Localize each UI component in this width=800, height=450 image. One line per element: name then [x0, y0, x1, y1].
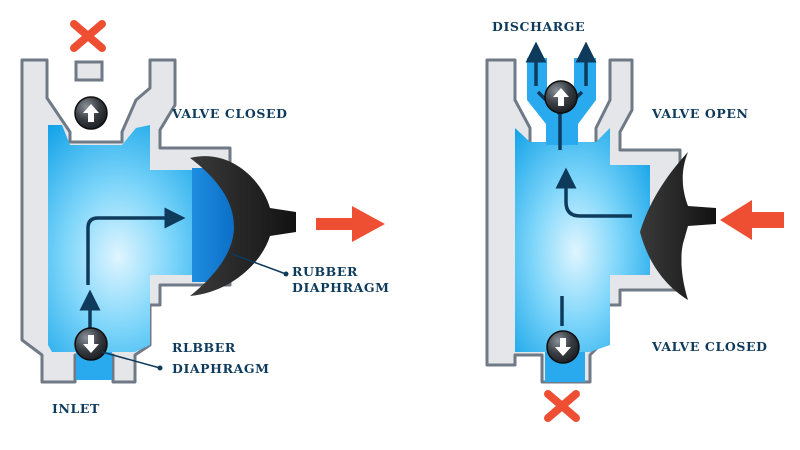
right-flow-arrow-curve	[555, 167, 632, 218]
left-flow-arrow-elbow	[86, 207, 186, 285]
label-inlet: INLET	[52, 401, 100, 416]
right-bottom-ball-check-valve-icon	[546, 330, 580, 364]
label-valve-closed-left: VALVE CLOSED	[171, 106, 288, 121]
right-close-x-icon	[544, 390, 580, 422]
left-leader-lines	[101, 253, 289, 371]
right-pump	[485, 41, 784, 422]
right-water	[515, 128, 650, 352]
label-rubber-diaphragm-line2: DIAPHRAGM	[292, 280, 390, 295]
right-arrow-left-icon	[720, 200, 784, 240]
label-rubber-diaphragm-line1: RUBBER	[292, 264, 358, 279]
label-rlbber-line2: DIAPHRAGM	[172, 361, 270, 376]
label-valve-closed-right: VALVE CLOSED	[651, 339, 768, 354]
left-rubber-diaphragm-icon	[190, 156, 296, 296]
left-bottom-ball-check-valve-icon	[74, 327, 108, 361]
right-rubber-diaphragm-icon	[640, 152, 716, 300]
label-valve-open: VALVE OPEN	[651, 106, 749, 121]
right-top-ball-check-valve-icon	[544, 80, 578, 114]
left-close-x-icon	[70, 20, 106, 52]
left-pump	[20, 20, 385, 384]
left-top-block	[74, 60, 104, 82]
label-rlbber-line1: RLBBER	[172, 340, 236, 355]
left-top-ball-check-valve-icon	[74, 96, 108, 130]
right-discharge-channel	[527, 58, 596, 145]
label-discharge: DISCHARGE	[492, 19, 585, 34]
left-arrow-right-icon	[316, 206, 385, 242]
